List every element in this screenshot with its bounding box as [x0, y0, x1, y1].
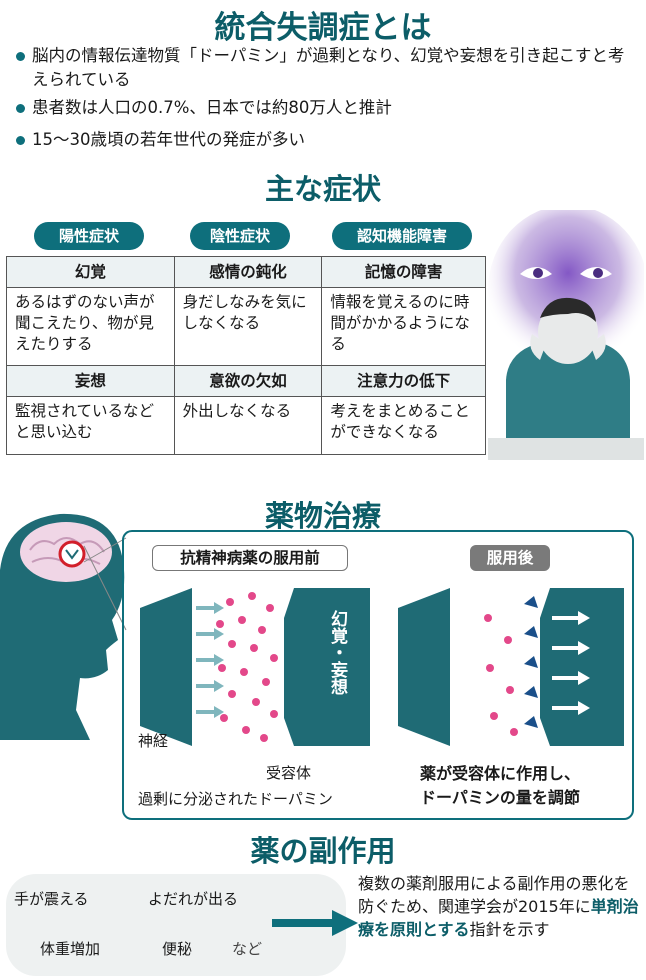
- symptoms-table: 幻覚 感情の鈍化 記憶の障害 あるはずのない声が聞こえたり、物が見えたりする 身…: [6, 256, 486, 455]
- head-silhouette-illustration: [0, 513, 127, 740]
- cognitive-symptoms-pill: 認知機能障害: [332, 222, 472, 250]
- symptom-head: 妄想: [6, 365, 175, 397]
- symptoms-title: 主な症状: [264, 172, 381, 206]
- intro-bullet-1: 脳内の情報伝達物質「ドーパミン」が過剰となり、幻覚や妄想を引き起こすと考えられて…: [14, 44, 634, 92]
- nerve-right-shape: [284, 588, 370, 746]
- receptor-label: 受容体: [266, 764, 312, 782]
- symptom-head: 意欲の欠如: [173, 365, 323, 397]
- after-synapse-diagram: [398, 588, 624, 746]
- note-post: 指針を示す: [469, 920, 550, 939]
- distressed-person-illustration: [488, 210, 644, 460]
- side-effects-title: 薬の副作用: [250, 834, 396, 868]
- arrows-left: [196, 606, 214, 714]
- drug-note-line2: ドーパミンの量を調節: [420, 788, 580, 807]
- after-label: 服用後: [470, 545, 550, 571]
- guideline-note: 複数の薬剤服用による副作用の悪化を防ぐため、関連学会が2015年に単剤治療を原則…: [358, 872, 642, 941]
- side-effect-etc: など: [232, 940, 263, 958]
- side-effect-item: よだれが出る: [148, 890, 239, 908]
- side-effect-item: 手が震える: [14, 890, 89, 908]
- note-pre: 複数の薬剤服用による副作用の悪化を防ぐため、関連学会が2015年に: [358, 874, 630, 916]
- intro-bullet-2: 患者数は人口の0.7%、日本では約80万人と推計: [14, 96, 634, 120]
- negative-symptoms-pill: 陰性症状: [190, 222, 290, 250]
- zoom-circle-icon: [58, 540, 86, 568]
- symptom-desc: 監視されているなどと思い込む: [6, 396, 175, 455]
- before-label: 抗精神病薬の服用前: [152, 545, 348, 571]
- symptom-desc: 情報を覚えるのに時間がかかるようになる: [321, 287, 486, 366]
- dopamine-label: 過剰に分泌されたドーパミン: [138, 790, 333, 808]
- dopamine-dots-after: [484, 614, 518, 736]
- nerve-label: 神経: [138, 732, 169, 750]
- positive-symptoms-pill: 陽性症状: [34, 222, 144, 250]
- symptom-head: 感情の鈍化: [173, 256, 323, 288]
- symptom-desc: 外出しなくなる: [173, 396, 323, 455]
- nerve-left-shape: [140, 588, 192, 746]
- note-bold: 単剤治療を原則とする: [358, 897, 639, 939]
- symptom-head: 記憶の障害: [321, 256, 486, 288]
- before-synapse-diagram: [140, 588, 370, 746]
- symptom-head: 注意力の低下: [321, 365, 486, 397]
- treatment-panel: [122, 530, 634, 820]
- drug-molecules: [524, 596, 538, 728]
- purple-aura: [488, 210, 644, 375]
- treatment-title: 薬物治療: [264, 499, 381, 533]
- drug-note-line1: 薬が受容体に作用し、: [420, 764, 581, 783]
- side-effect-item: 便秘: [162, 940, 193, 958]
- page-title: 統合失調症とは: [214, 10, 432, 46]
- arrow-right-icon: [272, 910, 358, 936]
- signal-text: 幻覚・妄想: [327, 610, 347, 695]
- symptom-desc: 考えをまとめることができなくなる: [321, 396, 486, 455]
- symptom-desc: 身だしなみを気にしなくなる: [173, 287, 323, 366]
- symptom-desc: あるはずのない声が聞こえたり、物が見えたりする: [6, 287, 175, 366]
- staring-eyes-icon: [520, 267, 612, 279]
- symptom-head: 幻覚: [6, 256, 175, 288]
- intro-bullet-3: 15〜30歳頃の若年世代の発症が多い: [14, 128, 634, 152]
- side-effect-item: 体重増加: [40, 940, 101, 958]
- dopamine-dots: [216, 592, 278, 742]
